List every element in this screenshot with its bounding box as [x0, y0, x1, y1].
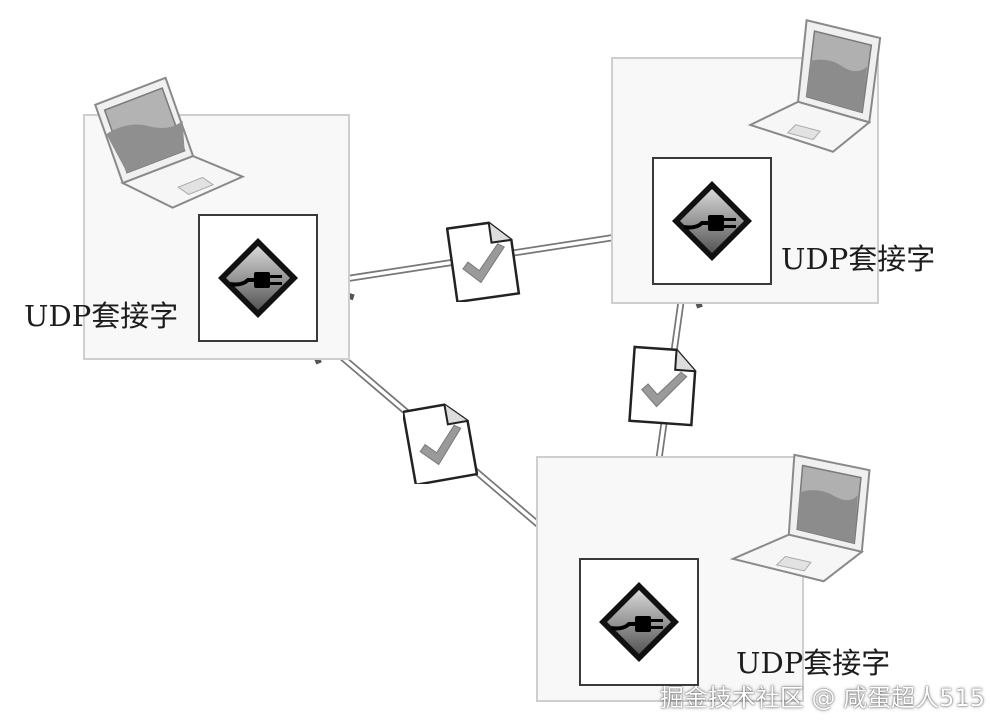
socket-box-bottom: [579, 558, 699, 686]
datagram-document-icon: [445, 220, 521, 306]
watermark: 掘金技术社区 @ 咸蛋超人515: [659, 684, 985, 712]
socket-label-bottom: UDP套接字: [736, 646, 891, 680]
plug-socket-icon: [672, 181, 752, 261]
laptop-icon: [728, 448, 888, 592]
laptop-icon: [745, 12, 895, 161]
datagram-document-icon: [626, 345, 701, 431]
laptop-icon: [80, 70, 250, 219]
socket-box-right: [652, 157, 772, 285]
plug-socket-icon: [599, 582, 679, 662]
socket-label-right: UDP套接字: [781, 242, 936, 276]
plug-socket-icon: [218, 238, 298, 318]
datagram-document-icon: [401, 402, 479, 488]
socket-box-left: [198, 214, 318, 342]
socket-label-left: UDP套接字: [24, 299, 179, 333]
